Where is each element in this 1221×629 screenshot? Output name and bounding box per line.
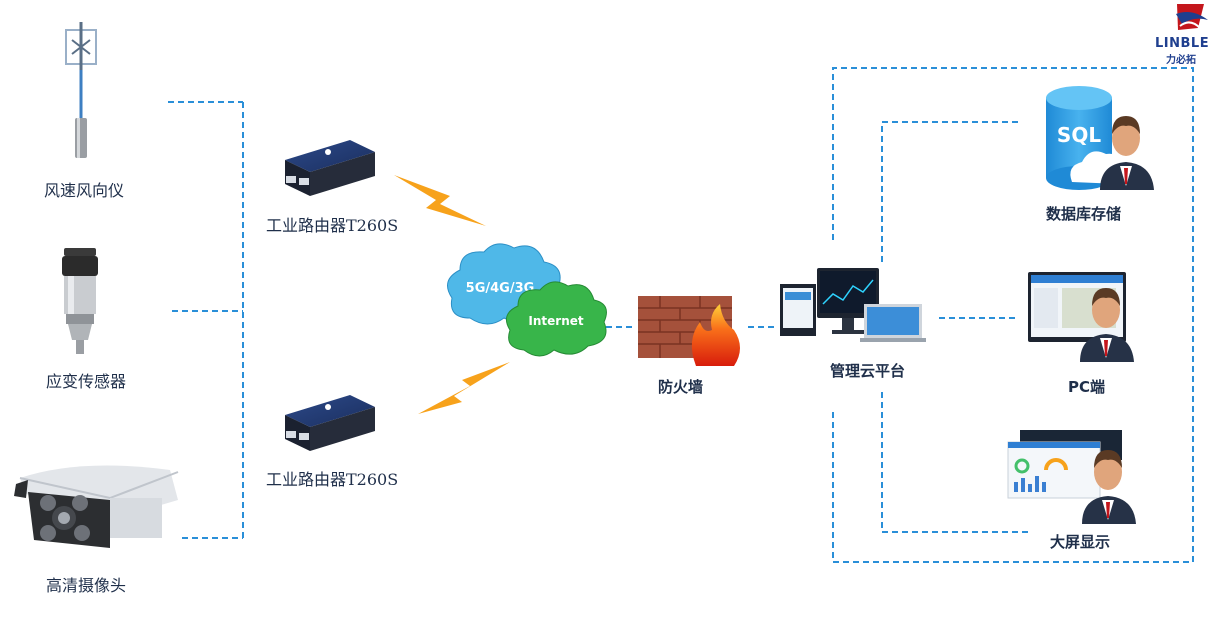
brand-name: LINBLE [1155,36,1210,51]
line-db [881,121,1020,262]
user-avatar-icon [1100,116,1154,190]
brand-subname: 力必拓 [1166,55,1196,66]
pc-label: PC端 [1068,378,1106,396]
router-bottom-device [285,395,375,451]
big-screen-label: 大屏显示 [1050,533,1111,551]
database-label: 数据库存储 [1046,205,1122,223]
router-top-label: 工业路由器T260S [266,216,399,235]
sql-label: SQL [1057,123,1101,147]
cloud-platform-icon [780,268,926,342]
big-screen-icon [1007,430,1122,499]
linble-logo [1176,4,1208,30]
mobile-network-label: 5G/4G/3G [466,281,535,296]
camera-label: 高清摄像头 [46,576,127,595]
user-avatar-icon [1082,450,1136,524]
anemometer-label: 风速风向仪 [44,181,125,200]
connection-lines [168,67,1194,563]
database-icon: SQL [1046,86,1127,190]
internet-label: Internet [528,314,583,328]
lightning-icon [394,175,486,226]
cloud-platform-label: 管理云平台 [830,362,906,380]
anemometer-device [65,22,97,158]
camera-device [14,465,179,548]
strain-sensor-device [62,248,98,354]
firewall-label: 防火墙 [658,378,704,396]
router-bottom-label: 工业路由器T260S [266,470,399,489]
firewall-icon [638,296,740,366]
router-top-device [285,140,375,196]
strain-sensor-label: 应变传感器 [46,372,127,391]
lightning-icon [418,362,510,414]
line-bigscreen [881,392,1030,533]
line-outer-loop [832,67,1194,563]
user-avatar-icon [1080,288,1134,362]
internet-cloud: Internet [505,281,607,357]
